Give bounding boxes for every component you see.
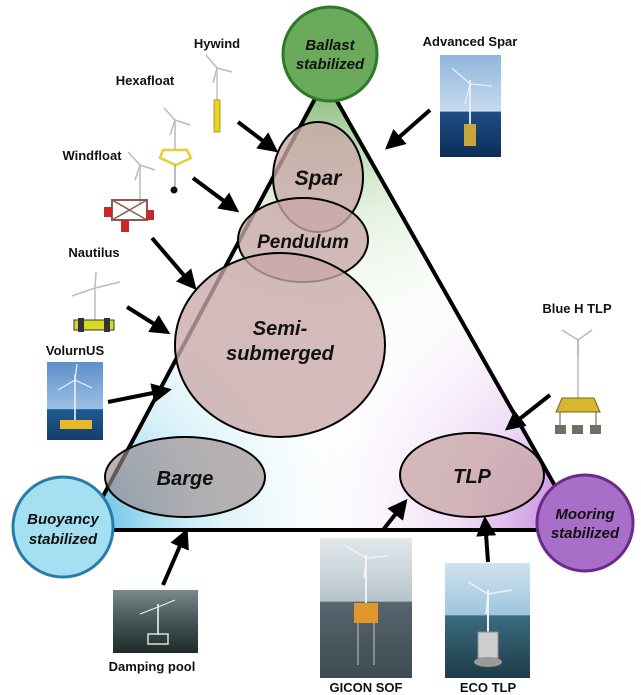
category-label-pendulum: Pendulum: [257, 232, 349, 253]
category-label-barge: Barge: [157, 468, 214, 490]
label-hywind: Hywind: [194, 36, 240, 51]
gicon-sof-image: [320, 538, 412, 678]
arrow-gicon: [381, 498, 408, 532]
label-windfloat: Windfloat: [62, 148, 122, 163]
label-nautilus: Nautilus: [68, 245, 119, 260]
advanced-spar-image: [440, 55, 501, 157]
arrow-hexafloat: [191, 176, 240, 213]
label-damping-pool: Damping pool: [109, 659, 196, 674]
eco-tlp-image: [445, 563, 530, 678]
hywind-turbine-icon: [205, 54, 233, 133]
label-eco-tlp: ECO TLP: [460, 680, 517, 695]
nautilus-turbine-icon: [71, 271, 121, 332]
category-semi-submerged: Semi- submerged: [174, 252, 386, 438]
arrow-hywind: [236, 120, 279, 153]
arrow-advanced-spar: [384, 108, 432, 150]
label-hexafloat: Hexafloat: [116, 73, 175, 88]
label-volturnus: VolurnUS: [46, 343, 105, 358]
category-tlp: TLP: [399, 432, 545, 518]
volturnus-image: [47, 362, 103, 440]
category-barge: Barge: [104, 436, 266, 518]
corner-buoyancy-line2: stabilized: [29, 531, 98, 548]
arrow-nautilus: [125, 305, 171, 335]
label-advanced-spar: Advanced Spar: [423, 34, 518, 49]
arrow-damping-pool: [161, 528, 189, 586]
arrow-eco-tlp: [476, 516, 497, 563]
label-gicon-sof: GICON SOF: [330, 680, 403, 695]
label-blue-h-tlp: Blue H TLP: [542, 301, 612, 316]
arrows: [107, 108, 552, 586]
category-label-semi-1: Semi-: [253, 318, 308, 340]
blue-h-turbine-icon: [555, 329, 601, 434]
corner-mooring-line1: Mooring: [555, 506, 614, 523]
corner-ballast-line1: Ballast: [305, 37, 355, 54]
windfloat-turbine-icon: [104, 151, 156, 232]
arrow-blue-h: [504, 393, 552, 431]
corner-mooring-line2: stabilized: [551, 525, 620, 542]
category-label-semi-2: submerged: [226, 343, 335, 365]
arrow-windfloat: [150, 236, 197, 291]
corner-ballast: Ballast stabilized: [281, 5, 379, 103]
hexafloat-turbine-icon: [158, 107, 193, 194]
corner-ballast-line2: stabilized: [296, 56, 365, 73]
category-label-spar: Spar: [295, 167, 344, 190]
category-label-tlp: TLP: [453, 466, 491, 488]
corner-mooring: Mooring stabilized: [535, 473, 635, 573]
arrow-volturnus: [107, 383, 172, 404]
corner-buoyancy: Buoyancy stabilized: [11, 475, 115, 579]
damping-pool-image: [113, 590, 198, 653]
corner-buoyancy-line1: Buoyancy: [27, 511, 99, 528]
